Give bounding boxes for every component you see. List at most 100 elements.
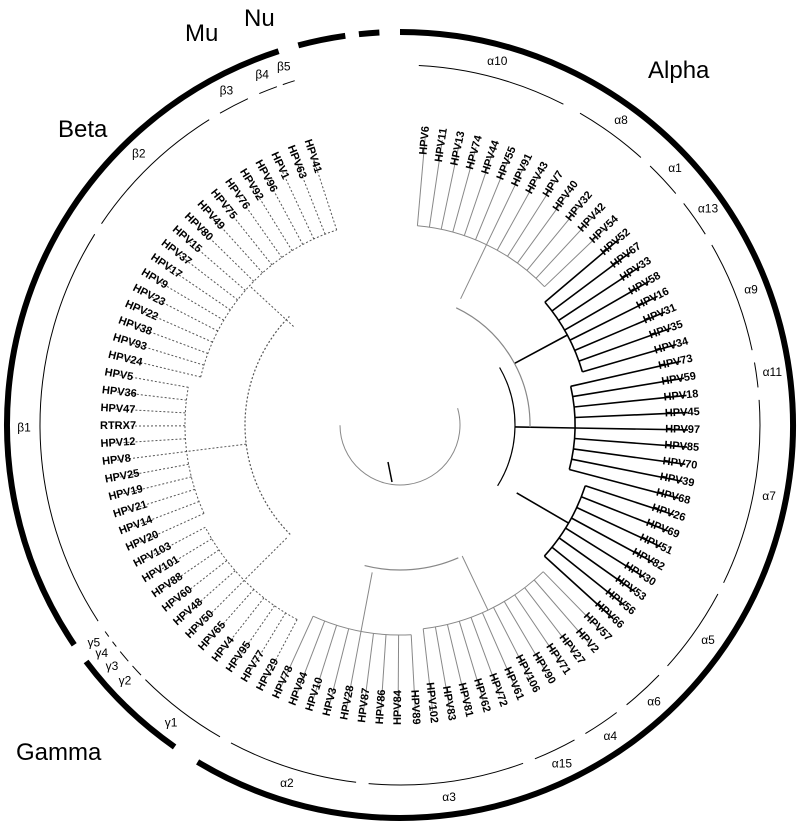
leaf-label: HPV89: [408, 689, 422, 724]
leaf-label: HPV86: [374, 689, 388, 725]
branch: [119, 357, 201, 378]
tree-branches: [111, 138, 689, 714]
species-label-a8: α8: [614, 113, 628, 127]
branch: [542, 571, 602, 632]
leaf-label: HPV12: [100, 436, 136, 450]
branch: [544, 225, 609, 288]
species-label-a11: α11: [763, 365, 783, 379]
branch: [183, 570, 236, 617]
branch: [486, 165, 526, 245]
branch-arc: [455, 307, 531, 428]
species-label-a4: α4: [603, 729, 617, 743]
branch: [503, 601, 547, 674]
branch: [574, 437, 688, 448]
leaf-label: HPV83: [440, 685, 458, 721]
branch: [434, 626, 451, 709]
branch: [137, 512, 205, 544]
branch: [460, 244, 487, 300]
branch: [278, 163, 315, 240]
branch: [475, 158, 510, 240]
branch-arc: [200, 229, 337, 378]
branch: [446, 624, 468, 706]
species-label-a5: α5: [701, 633, 715, 647]
species-label-a10: α10: [487, 54, 508, 68]
branch: [129, 324, 209, 354]
branch: [112, 438, 186, 444]
branch: [496, 173, 541, 251]
species-arc-g4: [112, 641, 117, 647]
branch: [507, 181, 556, 257]
species-label-g5: γ5: [88, 635, 101, 649]
branch: [264, 619, 298, 680]
leaf-label: HPV18: [663, 388, 699, 404]
branch: [551, 251, 631, 312]
branch: [247, 179, 293, 251]
branch: [243, 537, 288, 581]
species-arcs: [39, 65, 761, 786]
branch: [569, 295, 658, 341]
leaf-label: HPV28: [338, 684, 356, 720]
genus-label-beta: Beta: [58, 116, 108, 143]
branch: [573, 448, 686, 466]
leaf-label: HPV36: [101, 384, 137, 400]
species-arc-a6: [626, 674, 660, 706]
branch: [125, 488, 195, 512]
genus-arcs: [4, 29, 796, 821]
species-label-g3: γ3: [106, 659, 119, 673]
branch: [249, 285, 294, 327]
species-label-b1: β1: [17, 420, 31, 434]
branch-arc: [543, 485, 587, 557]
branch: [186, 443, 247, 452]
branch: [363, 633, 374, 711]
species-label-a2: α2: [280, 776, 294, 790]
species-arc-b4: [259, 86, 278, 95]
branch: [585, 485, 674, 516]
species-arc-b5: [282, 80, 295, 86]
leaf-label: HPV84: [392, 689, 404, 725]
branch: [569, 468, 679, 499]
leaf-label: HPV47: [100, 402, 135, 416]
branch: [262, 171, 304, 245]
branch: [440, 143, 460, 230]
genus-arc-beta: [4, 48, 280, 647]
species-label-g1: γ1: [165, 715, 178, 729]
branch: [182, 235, 246, 291]
branch: [574, 394, 687, 408]
branch: [463, 152, 494, 236]
branch: [516, 191, 570, 264]
branch: [533, 579, 589, 644]
species-arc-a9: [711, 244, 753, 351]
branch: [481, 612, 517, 689]
branch: [346, 631, 362, 709]
branch: [152, 277, 225, 321]
branch: [124, 340, 205, 366]
branch: [195, 579, 245, 629]
branch-arc: [364, 557, 459, 571]
species-label-b5: β5: [277, 60, 291, 74]
species-arc-a5: [667, 593, 719, 667]
species-arc-a7: [723, 399, 761, 584]
branch: [194, 222, 255, 282]
branch: [221, 597, 265, 652]
leaf-label: HPV8: [102, 452, 132, 467]
branch: [558, 265, 641, 322]
branch: [144, 526, 206, 560]
branch: [572, 377, 685, 398]
species-arc-a3: [368, 762, 524, 786]
leaf-label: HPV87: [356, 687, 372, 723]
branch: [206, 210, 263, 274]
branch: [514, 426, 576, 429]
species-arc-a1: [649, 165, 677, 194]
species-arc-a10: [418, 65, 564, 105]
species-labels: α10α8α1α13α9α11α7α5α6α4α15α3α2γ1γ2γ3γ4γ5…: [17, 54, 782, 804]
branch-arc: [184, 387, 205, 514]
branch: [544, 238, 621, 303]
branch: [461, 555, 489, 611]
branch: [116, 374, 189, 388]
species-label-a1: α1: [668, 161, 682, 175]
leaf-label: HPV5: [104, 366, 134, 383]
leaf-label: HPV24: [107, 349, 145, 369]
species-arc-g5: [104, 631, 110, 637]
branch: [208, 589, 255, 641]
